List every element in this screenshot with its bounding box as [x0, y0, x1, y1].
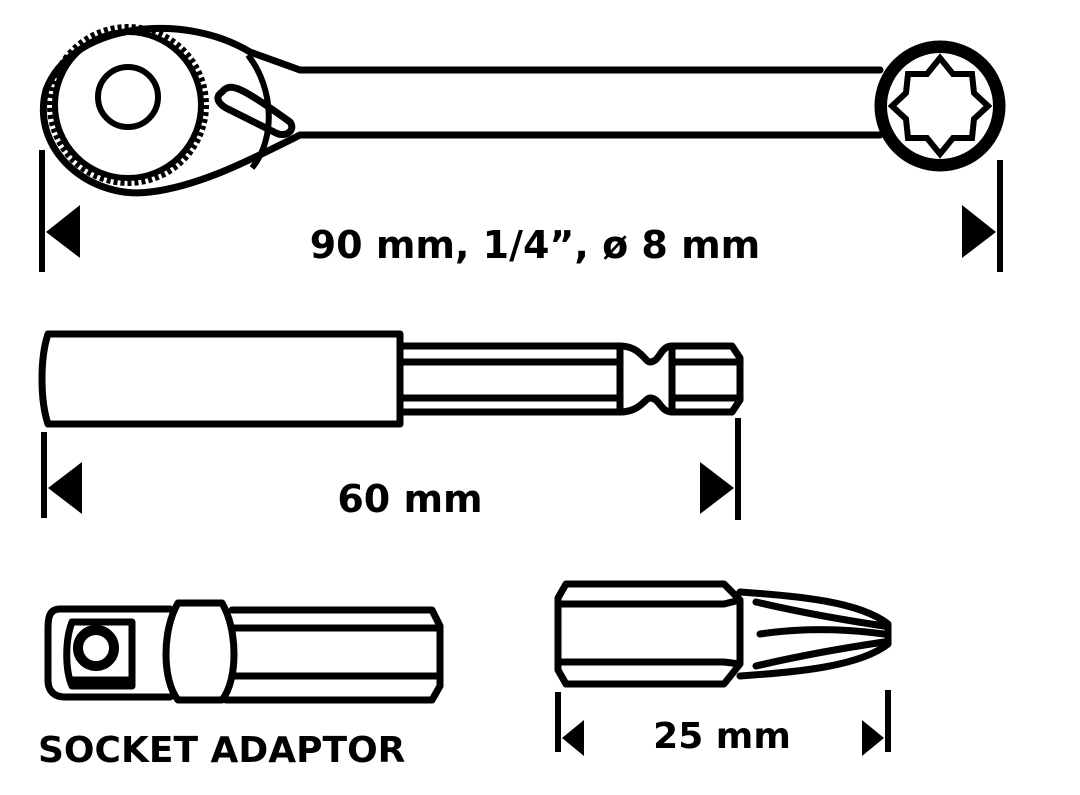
ratchet-wrench-drawing	[39, 24, 1006, 197]
screwdriver-bit-drawing	[554, 580, 892, 688]
bit-holder-drawing	[38, 330, 744, 428]
arrow-left-icon	[46, 205, 80, 258]
screwdriver-bit-dimension: 25 mm	[555, 690, 891, 757]
wrench-dimension: 90 mm, 1/4”, ø 8 mm	[39, 150, 1003, 272]
screwdriver-bit-dimension-label: 25 mm	[653, 716, 791, 757]
wrench-dimension-label: 90 mm, 1/4”, ø 8 mm	[310, 223, 761, 267]
arrow-right-icon	[700, 462, 734, 514]
ratchet-gear	[47, 24, 209, 186]
adaptor-collar	[162, 599, 238, 704]
bit-holder-dimension: 60 mm	[41, 418, 741, 521]
socket-adaptor-drawing	[44, 599, 444, 704]
ring-end	[874, 40, 1006, 172]
socket-adaptor-caption: SOCKET ADAPTOR	[38, 730, 405, 771]
twelve-point-socket	[887, 53, 993, 159]
ratchet-lever	[214, 83, 296, 139]
detent-ball	[73, 625, 119, 671]
drive-hole	[95, 64, 161, 130]
arrow-right-icon	[962, 205, 996, 258]
arrow-left-icon	[562, 720, 584, 756]
arrow-left-icon	[48, 462, 82, 514]
bit-holder-dimension-label: 60 mm	[337, 477, 482, 521]
arrow-right-icon	[862, 720, 884, 756]
